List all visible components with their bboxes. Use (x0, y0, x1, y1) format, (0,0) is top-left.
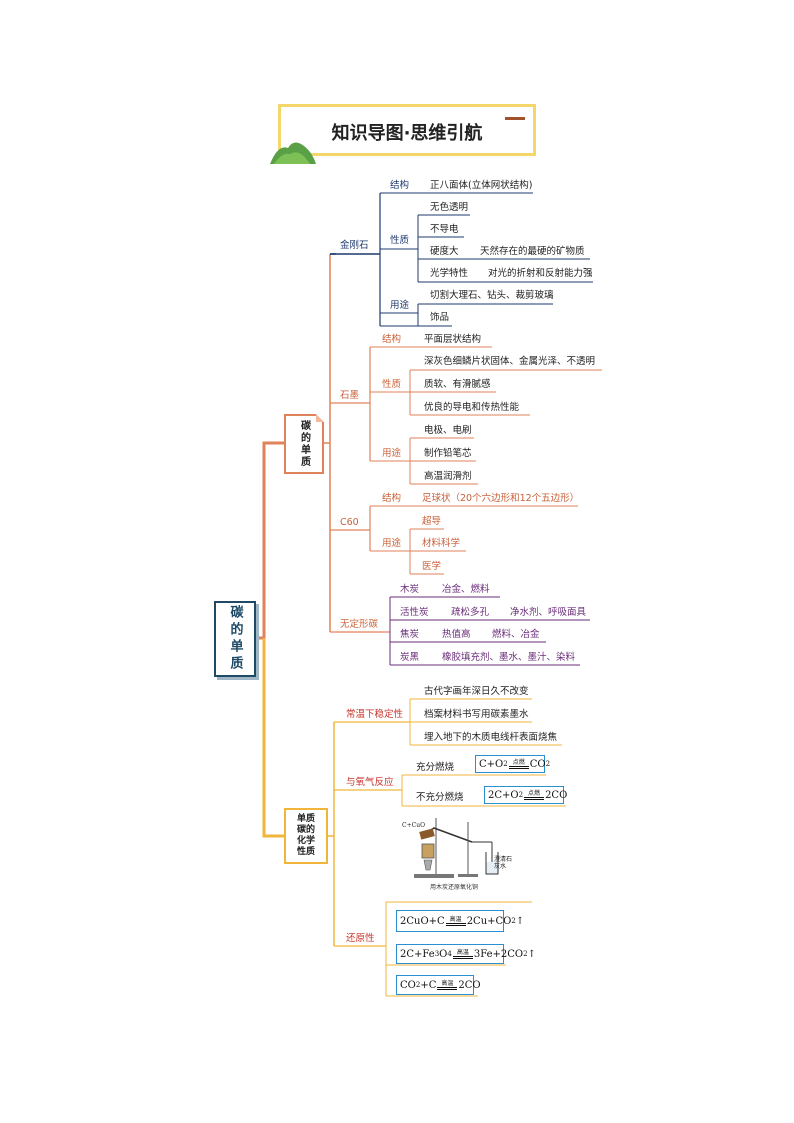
oxygen-label: 与氧气反应 (346, 777, 394, 788)
branch1-node-fold (316, 414, 324, 422)
condition-ignite: 点燃 (508, 759, 529, 769)
c60-use-3: 医学 (422, 561, 442, 572)
diamond-structure: 正八面体(立体网状结构) (430, 180, 533, 191)
amorphous-item-3-b: 燃料、冶金 (492, 629, 540, 640)
diamond-use-1: 切割大理石、钻头、裁剪玻璃 (430, 290, 554, 301)
branch2-line-3: 化学 (296, 836, 315, 846)
root-node: 碳的单质 (214, 601, 256, 677)
diamond-property-2: 不导电 (430, 224, 459, 235)
graphite-use-label: 用途 (382, 448, 402, 459)
branch2-line-1: 单质 (296, 814, 315, 824)
partial-combustion-label: 不充分燃烧 (416, 792, 464, 803)
c60-structure: 足球状（20个六边形和12个五边形） (422, 493, 580, 504)
amorphous-item-2-a: 疏松多孔 (451, 607, 490, 618)
title-banner: 知识导图·思维引航 (278, 104, 536, 156)
stability-item-1: 古代字画年深日久不改变 (424, 686, 529, 697)
diamond-property-note-2: 对光的折射和反射能力强 (488, 268, 593, 279)
graphite-use-1: 电极、电刷 (424, 425, 472, 436)
graphite-use-2: 制作铅笔芯 (424, 448, 472, 459)
graphite-property-label: 性质 (382, 379, 402, 390)
amorphous-item-1-a: 冶金、燃料 (442, 584, 490, 595)
branch2-line-4: 性质 (296, 847, 315, 857)
apparatus-caption: 用木炭还原氧化铜 (430, 884, 479, 891)
diamond-structure-label: 结构 (390, 180, 410, 191)
graphite-property-2: 质软、有滑腻感 (424, 379, 491, 390)
full-combustion-label: 充分燃烧 (416, 762, 455, 773)
graphite-property-1: 深灰色细鳞片状固体、金属光泽、不透明 (424, 356, 596, 367)
branch1-label: 碳的单质 (298, 420, 310, 468)
c60-use-1: 超导 (422, 516, 442, 527)
apparatus-left-label: C+CuO (402, 822, 425, 829)
c60-use-2: 材料科学 (422, 538, 461, 549)
diamond-use-label: 用途 (390, 300, 410, 311)
stability-item-2: 档案材料书写用碳素墨水 (424, 709, 529, 720)
hill-decoration (270, 142, 316, 164)
apparatus-figure: C+CuO 澄清石灰水 用木炭还原氧化铜 (400, 816, 520, 892)
amorphous-item-2-name: 活性炭 (400, 607, 429, 618)
graphite-label: 石墨 (340, 390, 360, 401)
branch1-node: 碳的单质 (284, 414, 324, 474)
graphite-structure-label: 结构 (382, 334, 402, 345)
diamond-property-note-1: 天然存在的最硬的矿物质 (480, 246, 585, 257)
amorphous-item-4-name: 炭黑 (400, 652, 420, 663)
graphite-property-3: 优良的导电和传热性能 (424, 402, 520, 413)
amorphous-item-4-a: 橡胶填充剂、墨水、墨汁、染料 (442, 652, 576, 663)
title-accent (505, 117, 525, 120)
amorphous-item-3-name: 焦炭 (400, 629, 420, 640)
c60-label: C60 (340, 517, 359, 528)
diamond-label: 金刚石 (340, 240, 369, 251)
stability-label: 常温下稳定性 (346, 709, 404, 720)
diamond-use-2: 饰品 (430, 312, 450, 323)
reduction-label: 还原性 (346, 933, 375, 944)
amorphous-item-3-a: 热值高 (442, 629, 471, 640)
diamond-property-label: 性质 (390, 235, 410, 246)
diamond-property-3: 硬度大 (430, 246, 459, 257)
condition-high-temp-1: 高温 (445, 916, 466, 926)
amorphous-item-1-name: 木炭 (400, 584, 420, 595)
graphite-use-3: 高温润滑剂 (424, 471, 472, 482)
condition-high-temp-2: 高温 (452, 949, 473, 959)
diamond-property-1: 无色透明 (430, 202, 469, 213)
title-text: 知识导图·思维引航 (331, 123, 483, 144)
branch2-line-2: 碳的 (296, 825, 315, 835)
amorphous-label: 无定形碳 (340, 619, 379, 630)
stability-item-3: 埋入地下的木质电线杆表面烧焦 (424, 732, 558, 743)
root-label: 碳的单质 (227, 605, 243, 673)
condition-high-temp-3: 高温 (437, 980, 458, 990)
graphite-structure: 平面层状结构 (424, 334, 482, 345)
diamond-property-4: 光学特性 (430, 268, 469, 279)
condition-ignite-2: 点燃 (524, 790, 545, 800)
amorphous-item-2-b: 净水剂、呼吸面具 (510, 607, 587, 618)
branch2-node: 单质 碳的 化学 性质 (284, 808, 328, 864)
c60-structure-label: 结构 (382, 493, 402, 504)
c60-use-label: 用途 (382, 538, 402, 549)
apparatus-right-label: 澄清石灰水 (494, 856, 513, 870)
apparatus-drawing (414, 818, 499, 878)
